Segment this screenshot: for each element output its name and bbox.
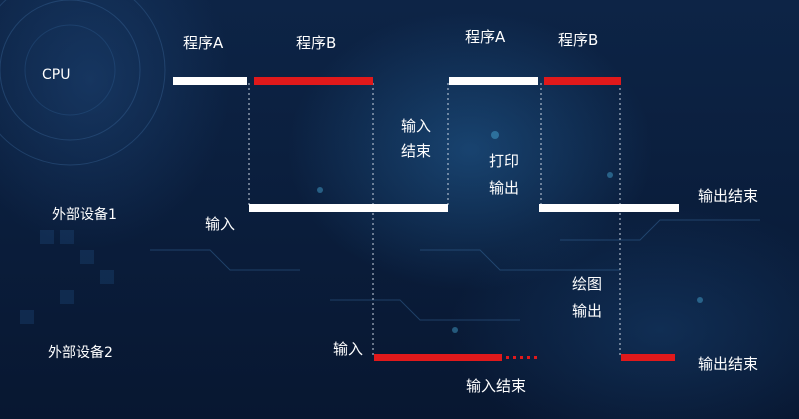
guide-lines: [248, 83, 621, 358]
background-decoration: [0, 0, 760, 333]
device2-bar-program-b: [621, 354, 675, 361]
label-program-a: 程序A: [183, 34, 224, 52]
annotation-print-output: 输出: [489, 179, 519, 197]
annotation-input-end: 输入结束: [466, 377, 526, 395]
cpu-row-bars: [173, 77, 621, 85]
label-program-a: 程序A: [465, 28, 506, 46]
annotation-draw-output: 绘图: [572, 275, 602, 293]
row-label-device1: 外部设备1: [52, 206, 117, 223]
device1-bar-program-a: [539, 204, 679, 212]
annotation-input-end: 结束: [401, 142, 431, 160]
cpu-bar-program-b: [254, 77, 373, 85]
annotation-input: 输入: [333, 340, 363, 358]
annotation-output-end: 输出结束: [698, 355, 758, 373]
cpu-bar-program-a: [449, 77, 538, 85]
cpu-bar-program-a: [173, 77, 247, 85]
device2-bar-program-b: [374, 354, 502, 361]
device2-row-bars: [374, 354, 675, 361]
label-program-b: 程序B: [296, 34, 336, 52]
cpu-bar-program-b: [544, 77, 621, 85]
label-program-b: 程序B: [558, 31, 598, 49]
row-label-cpu: CPU: [42, 67, 70, 83]
annotation-draw-output: 输出: [572, 302, 602, 320]
annotation-print-output: 打印: [489, 152, 519, 170]
annotation-input: 输入: [205, 215, 235, 233]
row-label-device2: 外部设备2: [48, 344, 113, 361]
annotation-input-end: 输入: [401, 117, 431, 135]
device1-bar-program-a: [249, 204, 448, 212]
device1-row-bars: [249, 204, 679, 212]
annotation-output-end: 输出结束: [698, 187, 758, 205]
